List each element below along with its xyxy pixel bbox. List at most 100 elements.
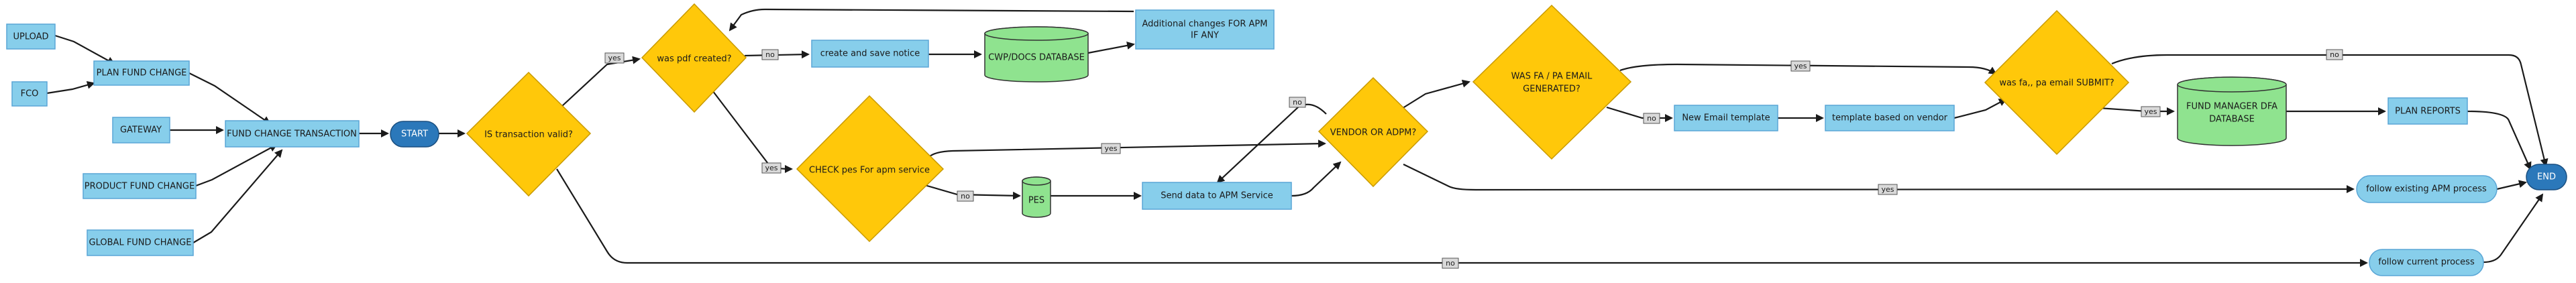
edge-label-no-pes-db: no — [957, 190, 974, 202]
edge-pdf-created-to-check-pes — [712, 90, 793, 173]
edge-plan-reports-to-end — [2467, 110, 2532, 170]
svg-text:follow existing APM process: follow existing APM process — [2366, 184, 2487, 194]
svg-text:New Email template: New Email template — [1682, 113, 1770, 123]
svg-text:yes: yes — [1104, 144, 1117, 153]
svg-text:UPLOAD: UPLOAD — [13, 32, 48, 42]
edge-label-yes-follow-existing: yes — [1878, 184, 1898, 195]
node-start[interactable]: START — [390, 121, 439, 148]
edge-check-pes-to-vendor — [926, 139, 1326, 160]
edge-label-no-create-notice: no — [761, 49, 779, 60]
node-is-transaction-valid[interactable]: IS transaction valid? — [466, 71, 592, 197]
svg-text:yes: yes — [2144, 107, 2157, 116]
svg-text:no: no — [2330, 50, 2339, 59]
edge-label-no-end: no — [2326, 49, 2343, 60]
edge-label-yes-fund-manager: yes — [2141, 106, 2161, 117]
edge-label-no-send-data: no — [1289, 97, 1306, 108]
node-global-fund-change[interactable]: GLOBAL FUND CHANGE — [87, 229, 194, 256]
node-was-fa-pa-email-generated[interactable]: WAS FA / PA EMAIL GENERATED? — [1472, 4, 1632, 160]
edge-is-valid-to-follow-current — [556, 168, 2368, 267]
edge-plan-fund-change-to-transaction — [189, 72, 271, 125]
edge-labels: yes no yes yes no no no yes — [604, 49, 2343, 269]
svg-text:FCO: FCO — [21, 89, 39, 99]
node-cwp-docs-database[interactable]: CWP/DOCS DATABASE — [984, 26, 1089, 82]
svg-text:Additional changes FOR APM: Additional changes FOR APM — [1142, 19, 1268, 30]
node-upload[interactable]: UPLOAD — [6, 23, 56, 50]
edge-follow-existing-to-end — [2496, 180, 2527, 190]
edge-label-no-follow-current: no — [1442, 258, 1459, 269]
svg-text:GATEWAY: GATEWAY — [120, 125, 162, 135]
edge-upload-to-plan-fund-change — [54, 34, 115, 64]
svg-text:follow current process: follow current process — [2378, 258, 2475, 268]
node-fund-manager-dfa-database[interactable]: FUND MANAGER DFA DATABASE — [2177, 76, 2287, 146]
edge-label-no-new-template: no — [1643, 113, 1660, 124]
node-end[interactable]: END — [2526, 164, 2567, 190]
edge-vendor-to-follow-existing — [1403, 164, 2355, 194]
svg-text:PLAN FUND CHANGE: PLAN FUND CHANGE — [97, 68, 187, 78]
edge-send-data-to-vendor — [1291, 161, 1342, 197]
svg-text:yes: yes — [608, 54, 621, 62]
svg-text:yes: yes — [1794, 62, 1807, 70]
svg-text:VENDOR OR ADPM?: VENDOR OR ADPM? — [1330, 128, 1417, 138]
svg-text:no: no — [1293, 98, 1302, 107]
node-follow-existing-apm[interactable]: follow existing APM process — [2356, 175, 2498, 203]
node-fund-change-transaction[interactable]: FUND CHANGE TRANSACTION — [225, 120, 360, 148]
edge-label-yes-check-pes: yes — [761, 162, 782, 174]
node-send-data-to-apm[interactable]: Send data to APM Service — [1142, 182, 1292, 210]
edge-fa-pa-email-to-new-template — [1606, 106, 1673, 122]
edge-global-fund-change-to-transaction — [193, 149, 283, 243]
node-plan-fund-change[interactable]: PLAN FUND CHANGE — [93, 60, 190, 86]
svg-text:was pdf created?: was pdf created? — [657, 54, 731, 64]
svg-text:was fa,, pa email SUBMIT?: was fa,, pa email SUBMIT? — [1999, 78, 2114, 89]
svg-text:GLOBAL FUND CHANGE: GLOBAL FUND CHANGE — [89, 238, 192, 248]
svg-text:WAS FA / PA EMAIL: WAS FA / PA EMAIL — [1511, 72, 1593, 82]
node-template-based-on-vendor[interactable]: template based on vendor — [1825, 105, 1955, 131]
svg-text:no: no — [961, 192, 970, 201]
node-fco[interactable]: FCO — [11, 81, 48, 107]
node-check-pes[interactable]: CHECK pes For apm service — [796, 95, 945, 243]
svg-text:GENERATED?: GENERATED? — [1523, 84, 1580, 95]
edge-label-yes-submit: yes — [1790, 60, 1811, 72]
edge-follow-current-to-end — [2483, 193, 2544, 264]
svg-text:create and save notice: create and save notice — [820, 49, 920, 59]
node-vendor-or-adpm[interactable]: VENDOR OR ADPM? — [1318, 76, 1429, 188]
svg-text:template based on vendor: template based on vendor — [1832, 113, 1948, 123]
node-additional-changes[interactable]: Additional changes FOR APM IF ANY — [1135, 9, 1275, 50]
edge-label-yes-vendor: yes — [1101, 143, 1121, 154]
node-follow-current-process[interactable]: follow current process — [2369, 249, 2484, 276]
edge-cwp-db-to-additional-changes — [1087, 41, 1135, 54]
svg-text:no: no — [1647, 114, 1656, 123]
svg-text:PLAN REPORTS: PLAN REPORTS — [2395, 107, 2461, 117]
node-new-email-template[interactable]: New Email template — [1674, 105, 1778, 131]
edge-product-fund-change-to-transaction — [195, 144, 278, 187]
svg-text:IS transaction valid?: IS transaction valid? — [484, 130, 573, 140]
svg-text:yes: yes — [1881, 185, 1894, 194]
node-product-fund-change[interactable]: PRODUCT FUND CHANGE — [83, 173, 197, 199]
edge-label-yes-pdf-created: yes — [604, 52, 625, 64]
node-plan-reports[interactable]: PLAN REPORTS — [2387, 97, 2468, 125]
svg-text:START: START — [401, 129, 428, 139]
node-gateway[interactable]: GATEWAY — [112, 117, 170, 144]
node-was-fa-pa-email-submit[interactable]: was fa,, pa email SUBMIT? — [1984, 9, 2130, 156]
svg-text:yes: yes — [765, 164, 777, 172]
svg-text:PRODUCT FUND CHANGE: PRODUCT FUND CHANGE — [85, 182, 195, 192]
svg-text:CWP/DOCS DATABASE: CWP/DOCS DATABASE — [988, 53, 1085, 63]
node-pes[interactable]: PES — [1022, 176, 1051, 218]
node-create-and-save-notice[interactable]: create and save notice — [811, 40, 929, 68]
edge-fa-pa-email-to-submit — [1619, 63, 1997, 75]
svg-text:PES: PES — [1028, 196, 1044, 206]
edge-submit-to-end — [2111, 54, 2548, 167]
edge-additional-changes-to-pdf-created — [729, 8, 1134, 32]
edge-vendor-template-to-submit — [1953, 99, 2007, 119]
svg-text:DATABASE: DATABASE — [2209, 115, 2255, 125]
svg-text:FUND CHANGE TRANSACTION: FUND CHANGE TRANSACTION — [227, 129, 357, 139]
node-was-pdf-created[interactable]: was pdf created? — [641, 3, 747, 113]
edge-vendor-to-fa-pa-email — [1395, 79, 1470, 113]
svg-text:no: no — [1446, 259, 1455, 268]
nodes: UPLOAD FCO PLAN FUND CHANGE GATEWAY FUND… — [6, 3, 2567, 276]
edge-is-valid-to-pdf-created — [561, 56, 641, 107]
svg-text:Send data to APM Service: Send data to APM Service — [1161, 191, 1273, 201]
edge-fco-to-plan-fund-change — [46, 80, 95, 95]
svg-text:END: END — [2537, 172, 2556, 182]
svg-text:CHECK pes For apm service: CHECK pes For apm service — [809, 166, 930, 176]
